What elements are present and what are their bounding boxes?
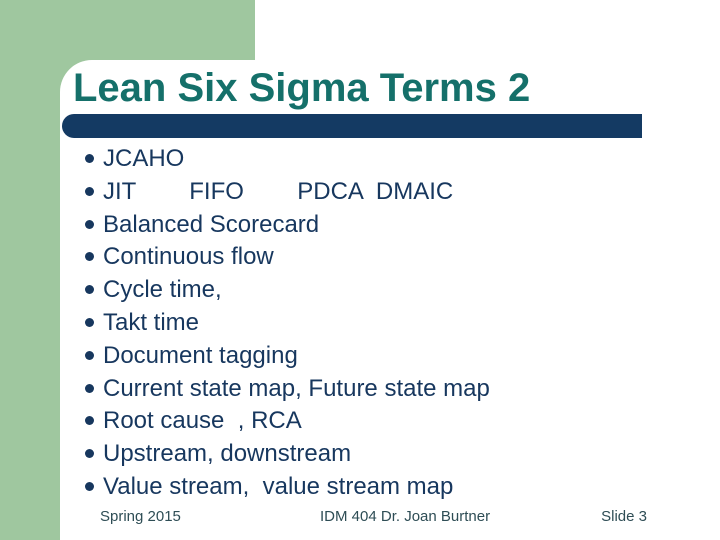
list-item: JIT FIFO PDCA DMAIC — [85, 176, 490, 209]
list-item: Root cause , RCA — [85, 405, 490, 438]
list-item: Value stream, value stream map — [85, 471, 490, 504]
slide-title: Lean Six Sigma Terms 2 — [73, 66, 531, 110]
content-panel — [60, 60, 720, 540]
footer-semester: Spring 2015 — [100, 508, 181, 525]
list-item: Cycle time, — [85, 274, 490, 307]
green-accent-column — [0, 0, 60, 540]
footer-slide-number: Slide 3 — [601, 508, 647, 525]
list-item: Takt time — [85, 307, 490, 340]
list-item: Upstream, downstream — [85, 438, 490, 471]
list-item: JCAHO — [85, 143, 490, 176]
list-item: Current state map, Future state map — [85, 373, 490, 406]
title-underline-bar — [62, 114, 642, 138]
list-item: Balanced Scorecard — [85, 209, 490, 242]
list-item: Document tagging — [85, 340, 490, 373]
list-item: Continuous flow — [85, 241, 490, 274]
footer-course: IDM 404 Dr. Joan Burtner — [320, 508, 491, 525]
